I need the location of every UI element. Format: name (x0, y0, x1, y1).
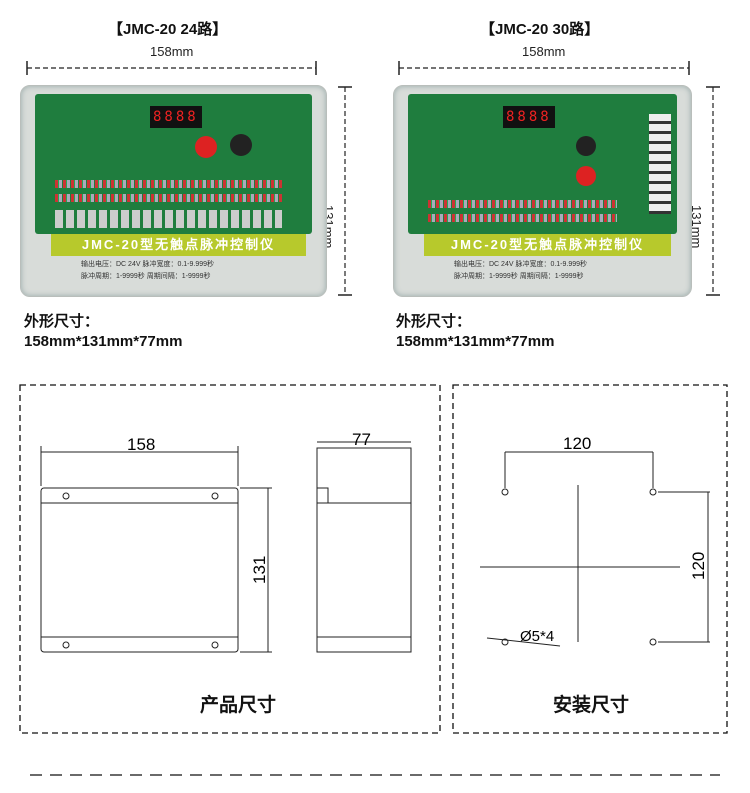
spec-info: 输出电压：DC 24V 脉冲宽度：0.1-9.999秒 脉冲周期：1-9999秒… (454, 259, 661, 283)
hole-diameter-label: Ø5*4 (520, 628, 555, 645)
install-vertical-dimension: 120 (689, 551, 708, 580)
model-title-30: 【JMC-20 30路】 (480, 21, 600, 38)
circuit-board: 8888 (35, 94, 312, 234)
outer-dimensions-30: 外形尺寸： 158mm*131mm*77mm (396, 312, 554, 352)
led-display: 8888 (503, 106, 555, 128)
product-drawing-frame (19, 384, 441, 734)
terminal-block (649, 114, 671, 214)
model-title-24: 【JMC-20 24路】 (108, 21, 228, 38)
info-line: 输出电压：DC 24V 脉冲宽度：0.1-9.999秒 (81, 261, 215, 268)
spec-label: 外形尺寸： (24, 313, 100, 330)
technical-drawings (19, 384, 728, 776)
component-row (55, 180, 282, 188)
product-width-dimension: 158 (127, 435, 156, 454)
install-drawing-frame (452, 384, 728, 734)
red-button (576, 166, 596, 186)
spec-label: 外形尺寸： (396, 313, 472, 330)
spec-info: 输出电压：DC 24V 脉冲宽度：0.1-9.999秒 脉冲周期：1-9999秒… (81, 259, 296, 283)
label-strip: JMC-20型无触点脉冲控制仪 (424, 234, 671, 256)
product-photo-24: 8888 JMC-20型无触点脉冲控制仪 输出电压：DC 24V 脉冲宽度：0.… (20, 85, 327, 297)
info-line: 脉冲周期：1-9999秒 周期间隔：1-9999秒 (454, 273, 584, 280)
component-row (55, 194, 282, 202)
install-dimensions-caption: 安装尺寸 (553, 695, 630, 716)
product-depth-dimension: 77 (352, 430, 371, 449)
dimension-lines-top (26, 61, 720, 296)
info-line: 脉冲周期：1-9999秒 周期间隔：1-9999秒 (81, 273, 211, 280)
outer-dimensions-24: 外形尺寸： 158mm*131mm*77mm (24, 312, 182, 352)
label-strip: JMC-20型无触点脉冲控制仪 (51, 234, 306, 256)
circuit-board: 8888 (408, 94, 677, 234)
info-line: 输出电压：DC 24V 脉冲宽度：0.1-9.999秒 (454, 261, 588, 268)
spec-value: 158mm*131mm*77mm (24, 333, 183, 350)
product-photo-30: 8888 JMC-20型无触点脉冲控制仪 输出电压：DC 24V 脉冲宽度：0.… (393, 85, 692, 297)
component-row (428, 214, 617, 222)
product-height-dimension: 131 (250, 555, 269, 584)
install-horizontal-dimension: 120 (563, 434, 592, 453)
side-view (316, 447, 412, 653)
product-dimensions-caption: 产品尺寸 (200, 695, 277, 716)
knob (576, 136, 596, 156)
red-button (195, 136, 217, 158)
component-row (428, 200, 617, 208)
width-label-24: 158mm (150, 44, 194, 59)
led-display: 8888 (150, 106, 202, 128)
knob (230, 134, 252, 156)
width-label-30: 158mm (522, 44, 566, 59)
front-view (40, 487, 239, 653)
spec-value: 158mm*131mm*77mm (396, 333, 555, 350)
terminal-pins (55, 210, 282, 228)
